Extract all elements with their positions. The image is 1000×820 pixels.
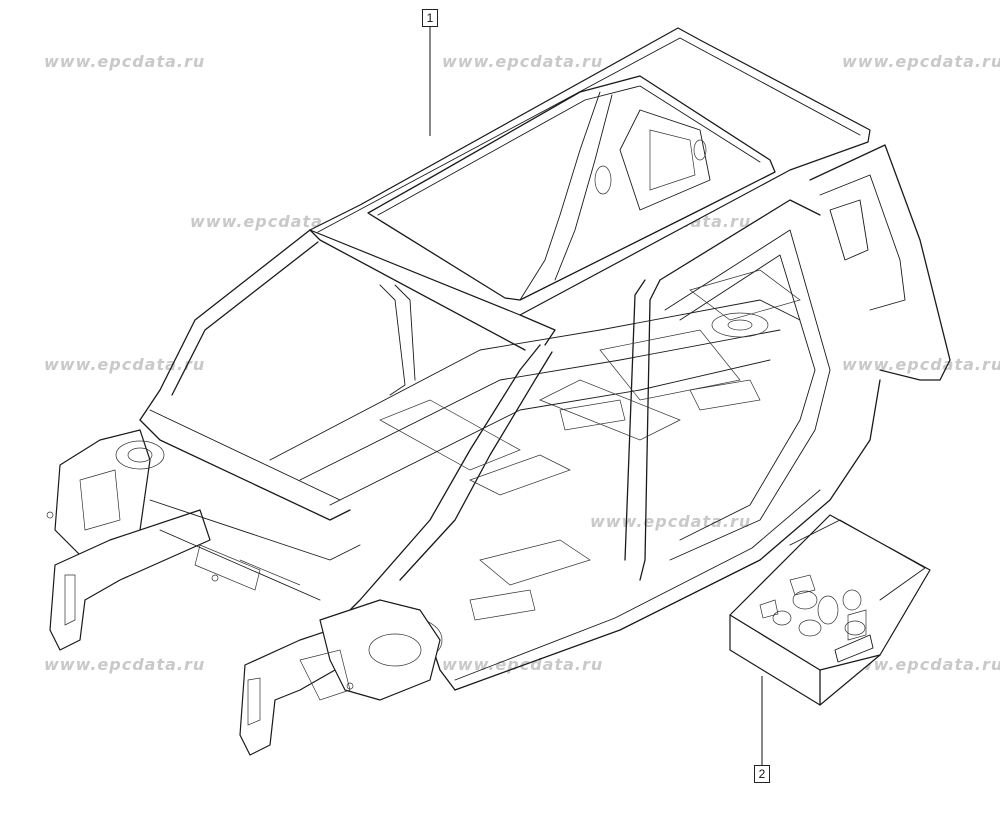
- watermark: www.epcdata.ru: [842, 355, 1000, 374]
- small-parts-box: [729, 514, 931, 706]
- watermark: www.epcdata.ru: [44, 52, 206, 71]
- roof-panel: [309, 27, 871, 316]
- watermark: www.epcdata.ru: [842, 52, 1000, 71]
- watermark: www.epcdata.ru: [590, 512, 752, 531]
- windshield-frame: [139, 229, 556, 521]
- front-structure: [46, 429, 441, 756]
- callout-2[interactable]: 2: [754, 765, 770, 783]
- watermark: www.epcdata.ru: [442, 52, 604, 71]
- watermark: www.epcdata.ru: [44, 655, 206, 674]
- floor-pan: [269, 269, 801, 663]
- side-frame: [339, 144, 951, 691]
- callout-1[interactable]: 1: [422, 9, 438, 27]
- watermark: www.epcdata.ru: [842, 655, 1000, 674]
- watermark: www.epcdata.ru: [190, 212, 352, 231]
- watermark: www.epcdata.ru: [44, 355, 206, 374]
- leader-lines: [429, 26, 763, 766]
